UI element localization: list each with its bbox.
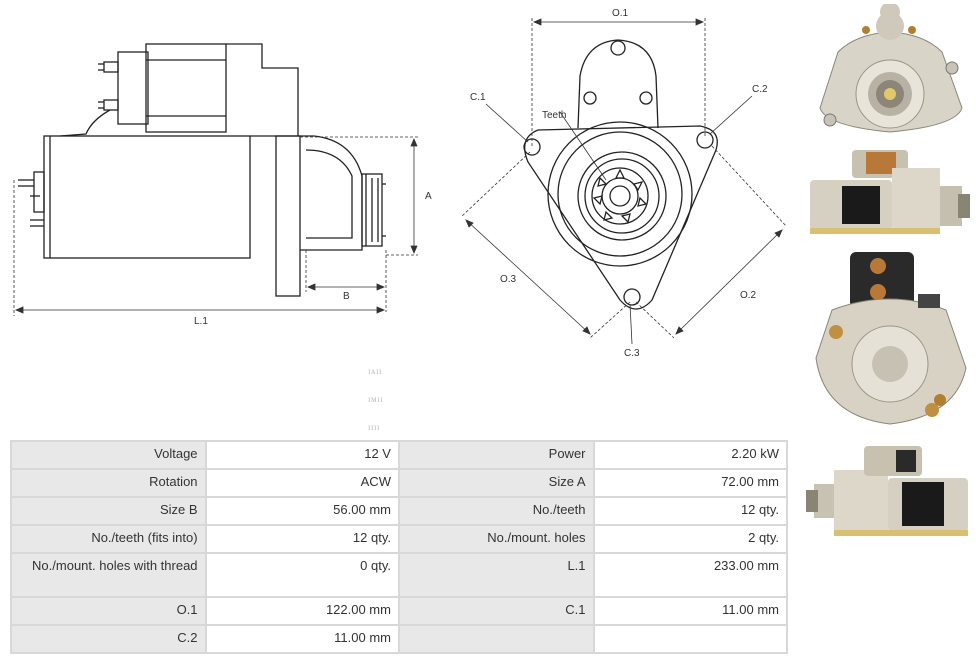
dim-a-label: A xyxy=(425,191,432,202)
faint-mark: ɪɪɪɪ xyxy=(368,422,381,432)
spec-label: Size B xyxy=(10,496,207,526)
product-photo-side-alt xyxy=(806,440,972,540)
spec-label: No./teeth xyxy=(397,496,595,526)
dim-b-label: B xyxy=(343,291,350,302)
dim-c3-label: C.3 xyxy=(624,348,640,359)
teeth-label: Teeth xyxy=(542,110,566,121)
spec-label: C.2 xyxy=(10,624,207,654)
spec-table: Voltage 12 V Power 2.20 kW Rotation ACW … xyxy=(10,440,789,654)
product-photo-front xyxy=(806,4,972,144)
spec-label: No./mount. holes with thread xyxy=(10,552,207,598)
dim-c2-label: C.2 xyxy=(752,84,768,95)
faint-mark: ɪᴍɪɪ xyxy=(368,394,384,404)
side-view-dimensions xyxy=(13,136,418,316)
table-row: Voltage 12 V Power 2.20 kW xyxy=(10,440,789,470)
spec-label: Size A xyxy=(397,468,595,498)
table-row: Size B 56.00 mm No./teeth 12 qty. xyxy=(10,496,789,526)
spec-value: 11.00 mm xyxy=(204,624,400,654)
table-row: No./teeth (fits into) 12 qty. No./mount.… xyxy=(10,524,789,554)
spec-label: L.1 xyxy=(397,552,595,598)
dim-o1-label: O.1 xyxy=(612,8,629,19)
spec-label: Voltage xyxy=(10,440,207,470)
spec-value: 122.00 mm xyxy=(204,596,400,626)
spec-value: 56.00 mm xyxy=(204,496,400,526)
dim-o3-label: O.3 xyxy=(500,274,517,285)
spec-value: 233.00 mm xyxy=(592,552,789,598)
dim-c1-label: C.1 xyxy=(470,92,486,103)
dim-o2-label: O.2 xyxy=(740,290,757,301)
spec-value: 11.00 mm xyxy=(592,596,789,626)
spec-value: 12 V xyxy=(204,440,400,470)
table-row: No./mount. holes with thread 0 qty. L.1 … xyxy=(10,552,789,598)
spec-value: 72.00 mm xyxy=(592,468,789,498)
spec-value: 2.20 kW xyxy=(592,440,789,470)
spec-value: ACW xyxy=(204,468,400,498)
spec-label xyxy=(397,624,595,654)
dim-l1-label: L.1 xyxy=(194,316,208,327)
front-view-dimensions xyxy=(461,18,787,345)
spec-label: Rotation xyxy=(10,468,207,498)
faint-mark: ɪᴀɪɪ xyxy=(368,366,383,376)
spec-label: Power xyxy=(397,440,595,470)
product-photo-side xyxy=(806,146,972,242)
spec-label: O.1 xyxy=(10,596,207,626)
spec-value: 0 qty. xyxy=(204,552,400,598)
spec-value: 2 qty. xyxy=(592,524,789,554)
table-row: Rotation ACW Size A 72.00 mm xyxy=(10,468,789,498)
spec-label: No./mount. holes xyxy=(397,524,595,554)
spec-label: No./teeth (fits into) xyxy=(10,524,207,554)
starter-front-view xyxy=(523,39,718,310)
technical-drawing: A B L.1 xyxy=(13,8,787,359)
product-photo-rear xyxy=(806,248,972,436)
spec-value: 12 qty. xyxy=(204,524,400,554)
spec-value: 12 qty. xyxy=(592,496,789,526)
spec-value xyxy=(592,624,789,654)
starter-side-view xyxy=(18,43,386,297)
spec-label: C.1 xyxy=(397,596,595,626)
table-row: C.2 11.00 mm xyxy=(10,624,789,654)
table-row: O.1 122.00 mm C.1 11.00 mm xyxy=(10,596,789,626)
